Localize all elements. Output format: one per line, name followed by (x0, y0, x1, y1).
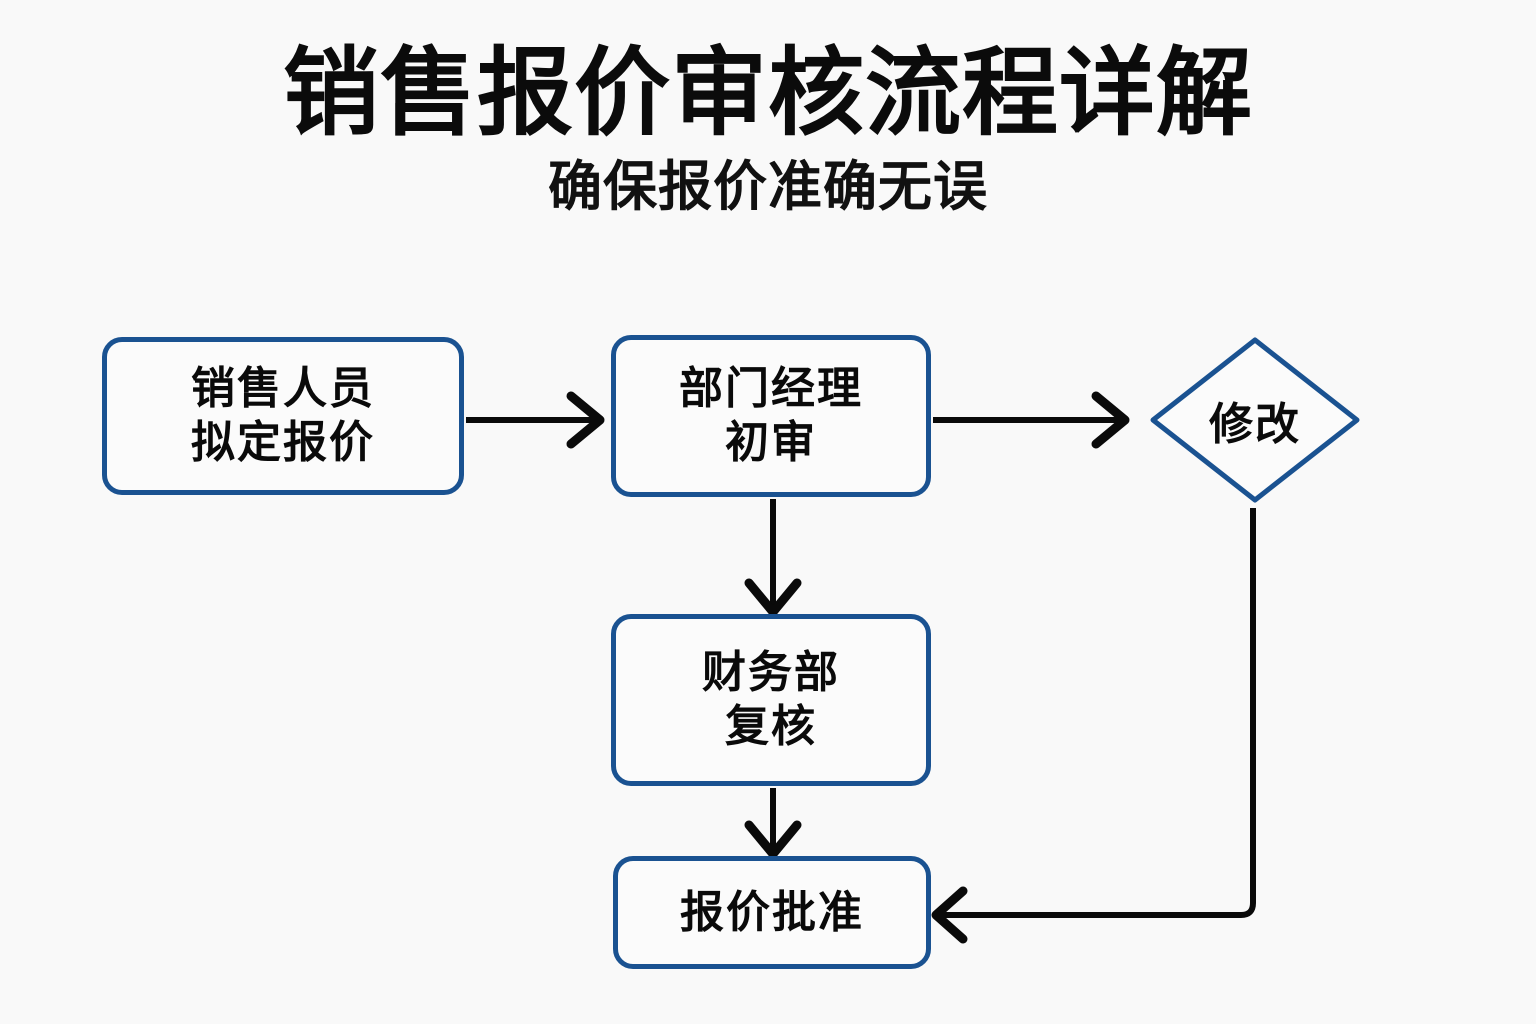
page-title: 销售报价审核流程详解 (283, 40, 1253, 147)
edge-sales-to-manager (466, 391, 605, 449)
edge-manager-to-finance (744, 499, 802, 617)
node-approval-line-1: 报价批准 (680, 887, 864, 937)
node-modify-decision[interactable]: 修改 (1145, 332, 1365, 508)
edge-modify-to-approval (931, 508, 1256, 944)
node-quote-approved[interactable]: 报价批准 (613, 856, 931, 969)
page-subtitle: 确保报价准确无误 (548, 156, 988, 217)
node-manager-initial-review[interactable]: 部门经理 初审 (611, 335, 931, 497)
node-sales-line-2: 拟定报价 (191, 418, 375, 467)
node-finance-recheck[interactable]: 财务部 复核 (611, 614, 931, 786)
diamond-shape (1145, 332, 1365, 508)
node-manager-line-1: 部门经理 (679, 364, 863, 414)
node-sales-line-1: 销售人员 (191, 364, 375, 414)
node-modify-label: 修改 (1209, 400, 1301, 449)
node-finance-line-2: 复核 (725, 702, 817, 751)
node-manager-line-2: 初审 (725, 418, 817, 467)
header-block: 销售报价审核流程详解 确保报价准确无误 (0, 40, 1536, 217)
edge-manager-to-modify (933, 391, 1130, 449)
node-finance-line-1: 财务部 (702, 648, 840, 698)
edge-finance-to-approval (744, 788, 802, 859)
node-sales-drafts-quote[interactable]: 销售人员 拟定报价 (102, 337, 464, 495)
